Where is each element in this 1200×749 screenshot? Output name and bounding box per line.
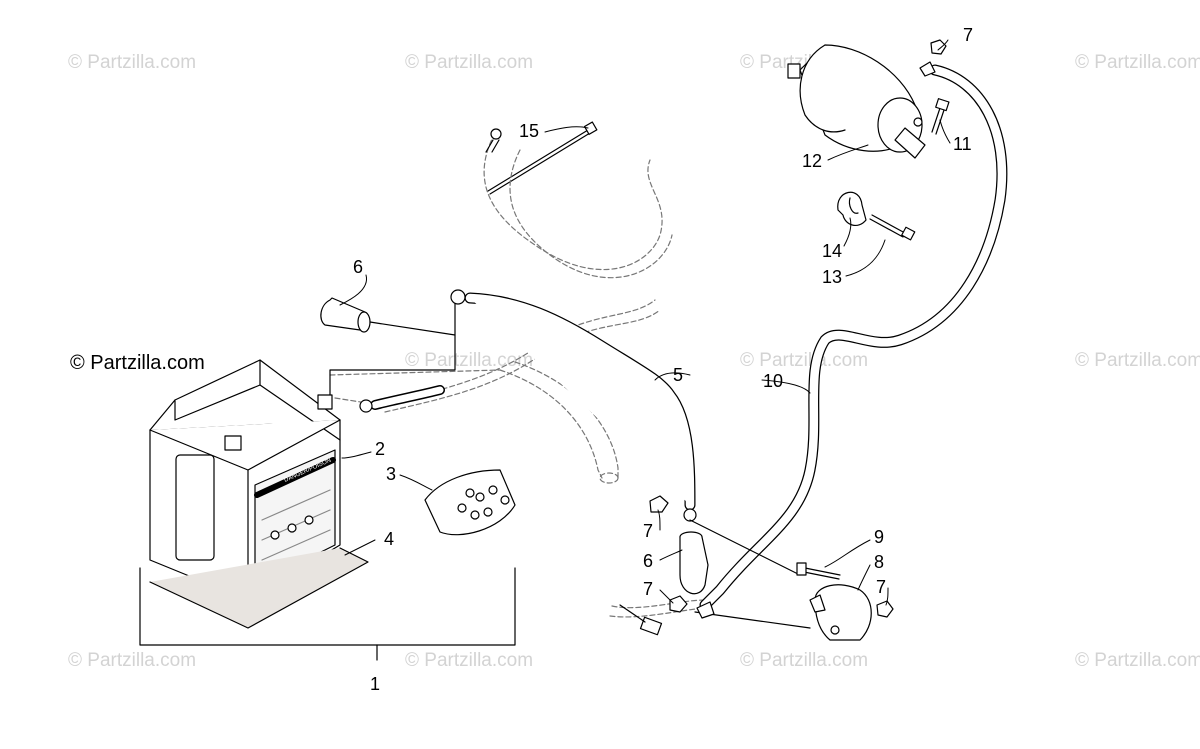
callout-7-left-upper: 7	[643, 521, 654, 541]
solenoid-part-8	[809, 584, 872, 641]
callout-8: 8	[874, 552, 885, 572]
callout-1: 1	[370, 674, 381, 694]
bracket-part-1	[139, 567, 516, 646]
callout-7-top: 7	[963, 25, 974, 45]
callout-10: 10	[763, 371, 784, 391]
clamp-part-14	[837, 191, 867, 227]
negative-cable	[359, 385, 445, 413]
bolt-part-9	[796, 562, 841, 580]
callout-5: 5	[673, 365, 684, 385]
callout-14: 14	[822, 241, 843, 261]
leader-lines	[339, 39, 951, 606]
connector	[619, 604, 663, 636]
hardware-kit-part-3	[424, 469, 516, 536]
battery-pad-part-4	[149, 547, 369, 629]
callout-3: 3	[386, 464, 397, 484]
callout-6-upper: 6	[353, 257, 364, 277]
watermark: © Partzilla.com	[1075, 350, 1200, 371]
cable-tie-part-15	[487, 121, 598, 195]
starter-motor-part-12	[787, 44, 926, 159]
callout-15: 15	[519, 121, 540, 141]
watermark: © Partzilla.com	[1075, 650, 1200, 671]
watermark: © Partzilla.com	[740, 650, 869, 671]
callout-9: 9	[874, 527, 885, 547]
bolt-part-11	[931, 98, 950, 135]
battery-part-2	[149, 359, 341, 601]
callout-2: 2	[375, 439, 386, 459]
callout-6-lower: 6	[643, 551, 654, 571]
watermark: © Partzilla.com	[740, 350, 869, 371]
battery-cable-part-5	[450, 289, 697, 522]
watermark: © Partzilla.com	[405, 52, 534, 73]
callout-11: 11	[953, 134, 972, 154]
watermark: © Partzilla.com	[405, 650, 534, 671]
bolt-part-13	[869, 214, 916, 241]
cable-part-10	[699, 64, 1008, 611]
callout-4: 4	[384, 529, 395, 549]
terminal-boot-part-6-lower	[679, 531, 709, 595]
callout-12: 12	[802, 151, 823, 171]
watermark: © Partzilla.com	[68, 52, 197, 73]
callout-13: 13	[822, 267, 843, 287]
nut-part-7-lower	[649, 495, 894, 619]
callout-7-left-lower: 7	[643, 579, 654, 599]
watermark-main: © Partzilla.com	[70, 352, 205, 374]
watermark: © Partzilla.com	[68, 650, 197, 671]
nut-part-7-top	[919, 39, 947, 77]
watermark: © Partzilla.com	[405, 350, 534, 371]
watermark: © Partzilla.com	[1075, 52, 1200, 73]
terminal-boot-part-6-upper	[320, 297, 371, 333]
callout-7-right: 7	[876, 577, 887, 597]
